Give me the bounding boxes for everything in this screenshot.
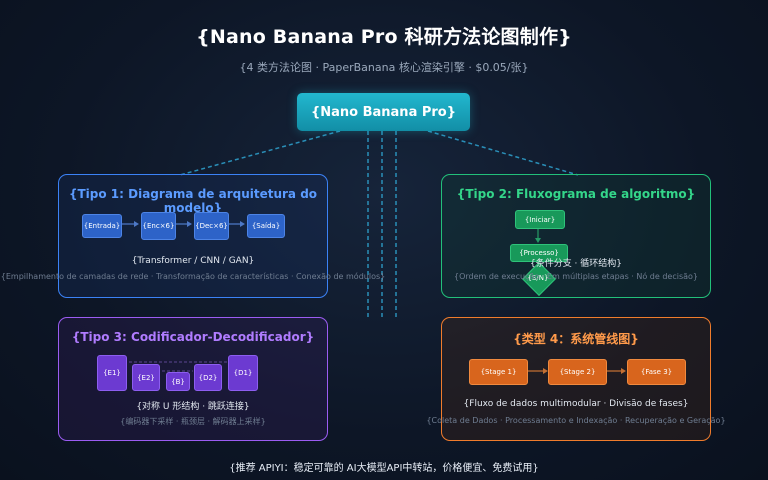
arch-node-encoder: {Enc×6} (141, 212, 176, 240)
arch-node-input: {Entrada} (82, 214, 122, 238)
card-pipeline: {类型 4：系统管线图} {Stage 1} {Stage 2} {Fase 3… (426, 317, 726, 441)
encdec-node-bottleneck: {B} (166, 372, 190, 391)
card-architecture-title: {Tipo 1: Diagrama de arquitetura do mode… (68, 187, 318, 215)
page-title: {Nano Banana Pro 科研方法论图制作} (196, 26, 572, 48)
card-encoder-decoder-desc: {对称 U 形结构 · 跳跃连接} (136, 402, 250, 412)
card-flowchart-title: {Tipo 2: Fluxograma de algoritmo} (456, 187, 696, 201)
page-subtitle: {4 类方法论图 · PaperBanana 核心渲染引擎 · $0.05/张} (239, 61, 529, 74)
footer-recommendation: {推荐 APIYI：稳定可靠的 AI大模型API中转站，价格便宜、免费试用} (229, 463, 539, 474)
card-architecture-sub: {Empilhamento de camadas de rede · Trans… (0, 272, 386, 281)
encdec-node-e1: {E1} (97, 355, 127, 391)
encdec-node-d2: {D2} (194, 364, 222, 391)
card-flowchart: {Tipo 2: Fluxograma de algoritmo} {Inici… (441, 174, 711, 298)
card-flowchart-desc: {条件分支 · 循环结构} (529, 259, 623, 269)
center-node: {Nano Banana Pro} (297, 93, 470, 131)
arch-node-output: {Saída} (247, 214, 285, 238)
card-encoder-decoder: {Tipo 3: Codificador-Decodificador} {E1}… (58, 317, 328, 441)
card-pipeline-title: {类型 4：系统管线图} (513, 332, 639, 346)
card-architecture-desc: {Transformer / CNN / GAN} (131, 256, 255, 266)
flow-node-start: {Iniciar} (515, 210, 565, 229)
pipeline-node-stage2: {Stage 2} (548, 359, 607, 385)
card-pipeline-desc: {Fluxo de dados multimodular · Divisão d… (463, 399, 689, 409)
pipeline-node-stage3: {Fase 3} (627, 359, 686, 385)
card-encoder-decoder-sub: {编码器下采样 · 瓶颈层 · 解码器上采样} (120, 417, 266, 426)
card-architecture: {Tipo 1: Diagrama de arquitetura do mode… (1, 174, 385, 298)
arch-node-decoder: {Dec×6} (194, 212, 229, 240)
encdec-node-e2: {E2} (132, 364, 160, 391)
flow-node-decision-label: {S/N} (527, 274, 549, 282)
flow-node-process: {Processo} (510, 244, 568, 262)
encdec-node-d1: {D1} (228, 355, 258, 391)
card-flowchart-sub: {Ordem de execução · Em múltiplas etapas… (453, 272, 699, 281)
pipeline-node-stage1: {Stage 1} (469, 359, 528, 385)
card-encoder-decoder-title: {Tipo 3: Codificador-Decodificador} (71, 330, 315, 344)
card-pipeline-sub: {Coleta de Dados · Processamento e Index… (426, 416, 726, 425)
